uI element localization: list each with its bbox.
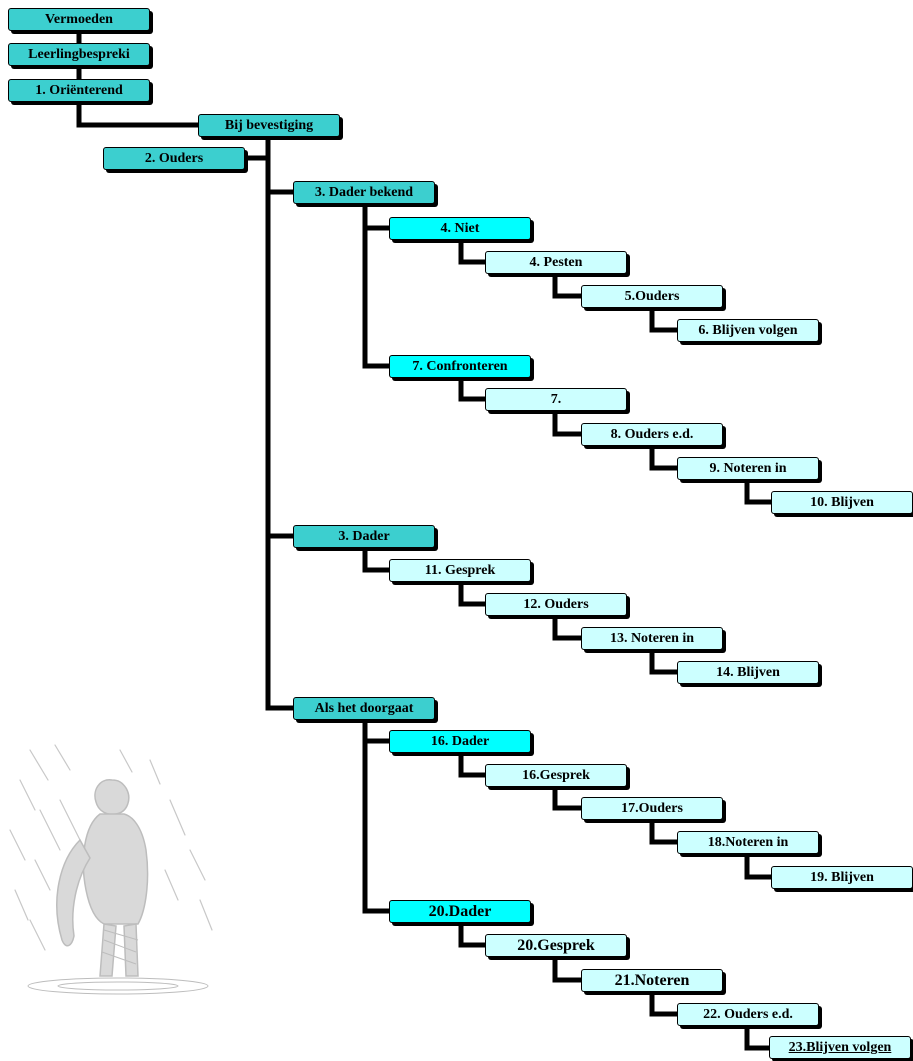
connector-ouders22-blijven23 [744,1022,774,1051]
connector-ouders12-noteren13 [552,612,584,641]
connector-noteren21-ouders22 [649,988,680,1017]
connector-dader3-gesprek11 [362,544,392,573]
connector-dader20-gesprek20 [458,919,488,948]
connector-pesten4-ouders5 [552,270,584,299]
node-blijven-volgen-6: 6. Blijven volgen [677,319,819,342]
connector-gesprek16-ouders17 [552,783,584,811]
node-ouders-ed-8: 8. Ouders e.d. [581,423,723,446]
node-ouders-ed-22: 22. Ouders e.d. [677,1003,819,1026]
node-orienterend: 1. Oriënterend [8,79,150,102]
node-gesprek-20: 20.Gesprek [485,934,627,957]
node-noteren-in-18: 18.Noteren in [677,831,819,854]
node-noteren-in-9: 9. Noteren in [677,457,819,480]
node-bij-bevestiging: Bij bevestiging [198,114,340,137]
connector-orienterend-bevestiging [76,98,201,128]
node-noteren-in-13: 13. Noteren in [581,627,723,650]
connector-ouders17-noteren18 [649,816,680,845]
node-dader-16: 16. Dader [389,730,531,753]
node-noteren-21: 21.Noteren [581,969,723,992]
node-dader-bekend: 3. Dader bekend [293,181,435,204]
node-blijven-19: 19. Blijven [771,866,913,889]
node-pesten-4: 4. Pesten [485,251,627,274]
node-leerlingbespreking: Leerlingbespreki [8,43,150,66]
node-blijven-10: 10. Blijven [771,491,913,514]
node-ouders-5: 5.Ouders [581,285,723,308]
node-dader-3: 3. Dader [293,525,435,548]
node-confronteren-7: 7. Confronteren [389,355,531,378]
node-ouders-17: 17.Ouders [581,797,723,820]
node-ouders-2: 2. Ouders [103,147,245,170]
connector-noteren9-blijven10 [744,476,774,505]
node-ouders-12: 12. Ouders [485,593,627,616]
connector-noteren18-blijven19 [744,850,774,880]
connector-confronteren7-item7 [458,374,488,402]
connector-item7-ouders8 [552,407,584,437]
node-blijven-volgen-23: 23.Blijven volgen [769,1036,911,1059]
connector-niet4-pesten4 [458,236,488,265]
connector-ouders8-noteren9 [649,442,680,471]
connector-dader16-gesprek16 [458,749,488,778]
connector-gesprek20-noteren21 [552,953,584,983]
node-niet-4: 4. Niet [389,217,531,240]
node-vermoeden: Vermoeden [8,8,150,31]
node-gesprek-16: 16.Gesprek [485,764,627,787]
node-item-7: 7. [485,388,627,411]
node-als-het-doorgaat: Als het doorgaat [293,697,435,720]
connector-noteren13-blijven14 [649,646,680,675]
connector-ouders5-blijven6 [649,304,680,333]
node-gesprek-11: 11. Gesprek [389,559,531,582]
connector-gesprek11-ouders12 [458,578,488,607]
child-in-rain-illustration [9,744,213,995]
node-blijven-14: 14. Blijven [677,661,819,684]
node-dader-20: 20.Dader [389,900,531,923]
